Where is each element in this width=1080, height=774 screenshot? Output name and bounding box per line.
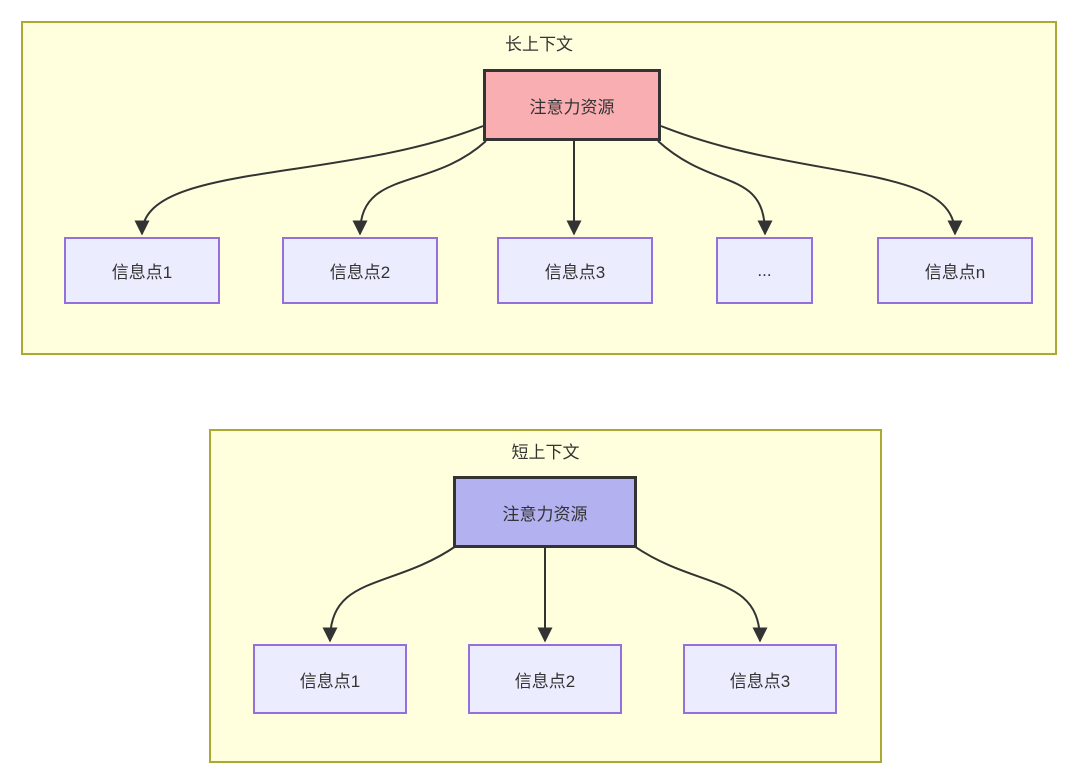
attention-resource-hub-long: 注意力资源 [483,69,661,141]
long-info-node-n: 信息点n [877,237,1033,304]
short-context-title: 短上下文 [511,443,580,462]
long-info-node-3: 信息点3 [497,237,653,304]
short-info-node-3: 信息点3 [683,644,837,714]
long-context-title: 长上下文 [505,35,573,54]
short-info-node-2: 信息点2 [468,644,622,714]
long-info-node-1: 信息点1 [64,237,220,304]
long-info-node-2: 信息点2 [282,237,438,304]
attention-resource-hub-short: 注意力资源 [453,476,637,548]
short-info-node-1: 信息点1 [253,644,407,714]
long-info-node-ellipsis: ... [716,237,813,304]
